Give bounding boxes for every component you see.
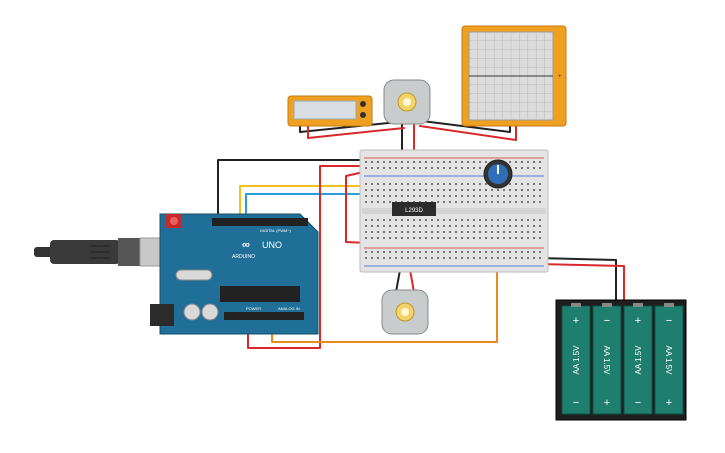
battery-cell-label: AA 1.5V [664, 346, 673, 376]
usb-grip-icon [90, 245, 110, 259]
battery-pack[interactable]: + − AA 1.5V − + AA 1.5V + − AA 1.5V − + AA 1.5V [555, 299, 687, 421]
arduino-brand-label: ARDUINO [232, 254, 255, 260]
driver-chip[interactable]: L293D [392, 202, 436, 216]
oscilloscope-scale-label: + [558, 74, 562, 80]
chip-label: L293D [405, 208, 423, 214]
arduino-uno[interactable]: ∞ UNO ARDUINO DIGITAL (PWM~) POWER ANALO… [150, 213, 319, 335]
battery-cell-label: AA 1.5V [634, 345, 643, 375]
battery-cell-label: AA 1.5V [572, 345, 581, 375]
atmega-chip [220, 286, 300, 302]
wire-oscope-red[interactable] [419, 125, 517, 141]
dc-motor-top[interactable] [383, 79, 431, 125]
wire-battery-red[interactable] [537, 263, 625, 301]
battery-cell: + − AA 1.5V [623, 303, 653, 415]
capacitor-icon [201, 303, 219, 321]
crystal-icon [175, 269, 213, 281]
battery-terminal-label: + [635, 315, 641, 327]
infinity-logo-icon: ∞ [242, 239, 250, 251]
usb-cable[interactable] [34, 237, 171, 267]
battery-terminal-label: + [666, 397, 672, 409]
battery-cell: − + AA 1.5V [654, 303, 684, 415]
digital-label: DIGITAL (PWM~) [260, 228, 292, 233]
battery-cell: + − AA 1.5V [561, 303, 591, 415]
wire-red-5v[interactable] [247, 165, 376, 349]
battery-cell: − + AA 1.5V [592, 303, 622, 415]
wire-black-arduino-gnd[interactable] [217, 159, 373, 221]
capacitor-icon [183, 303, 201, 321]
battery-terminal-label: + [604, 397, 610, 409]
potentiometer[interactable] [483, 159, 513, 189]
dc-motor-bottom[interactable] [381, 289, 429, 335]
battery-terminal-label: − [604, 315, 610, 327]
wire-oscope-black[interactable] [413, 119, 511, 133]
digital-header [212, 218, 308, 226]
analog-label: ANALOG IN [278, 306, 300, 311]
multimeter-dial-icon [360, 112, 366, 118]
battery-terminal-label: − [666, 315, 672, 327]
multimeter-dial-icon [360, 101, 366, 107]
wire-multimeter-red[interactable] [307, 123, 405, 139]
uno-label: UNO [262, 240, 282, 250]
battery-cell-label: AA 1.5V [602, 346, 611, 376]
battery-terminal-label: + [573, 315, 579, 327]
power-jack[interactable] [150, 304, 174, 326]
battery-terminal-label: − [635, 397, 641, 409]
battery-terminal-label: − [573, 397, 579, 409]
multimeter[interactable] [287, 95, 373, 127]
oscilloscope[interactable]: + [461, 25, 567, 127]
power-label: POWER [246, 306, 261, 311]
wire-battery-black[interactable] [537, 257, 617, 301]
analog-header [224, 312, 304, 320]
breadboard[interactable] [359, 149, 549, 273]
breadboard-holes [365, 161, 541, 259]
